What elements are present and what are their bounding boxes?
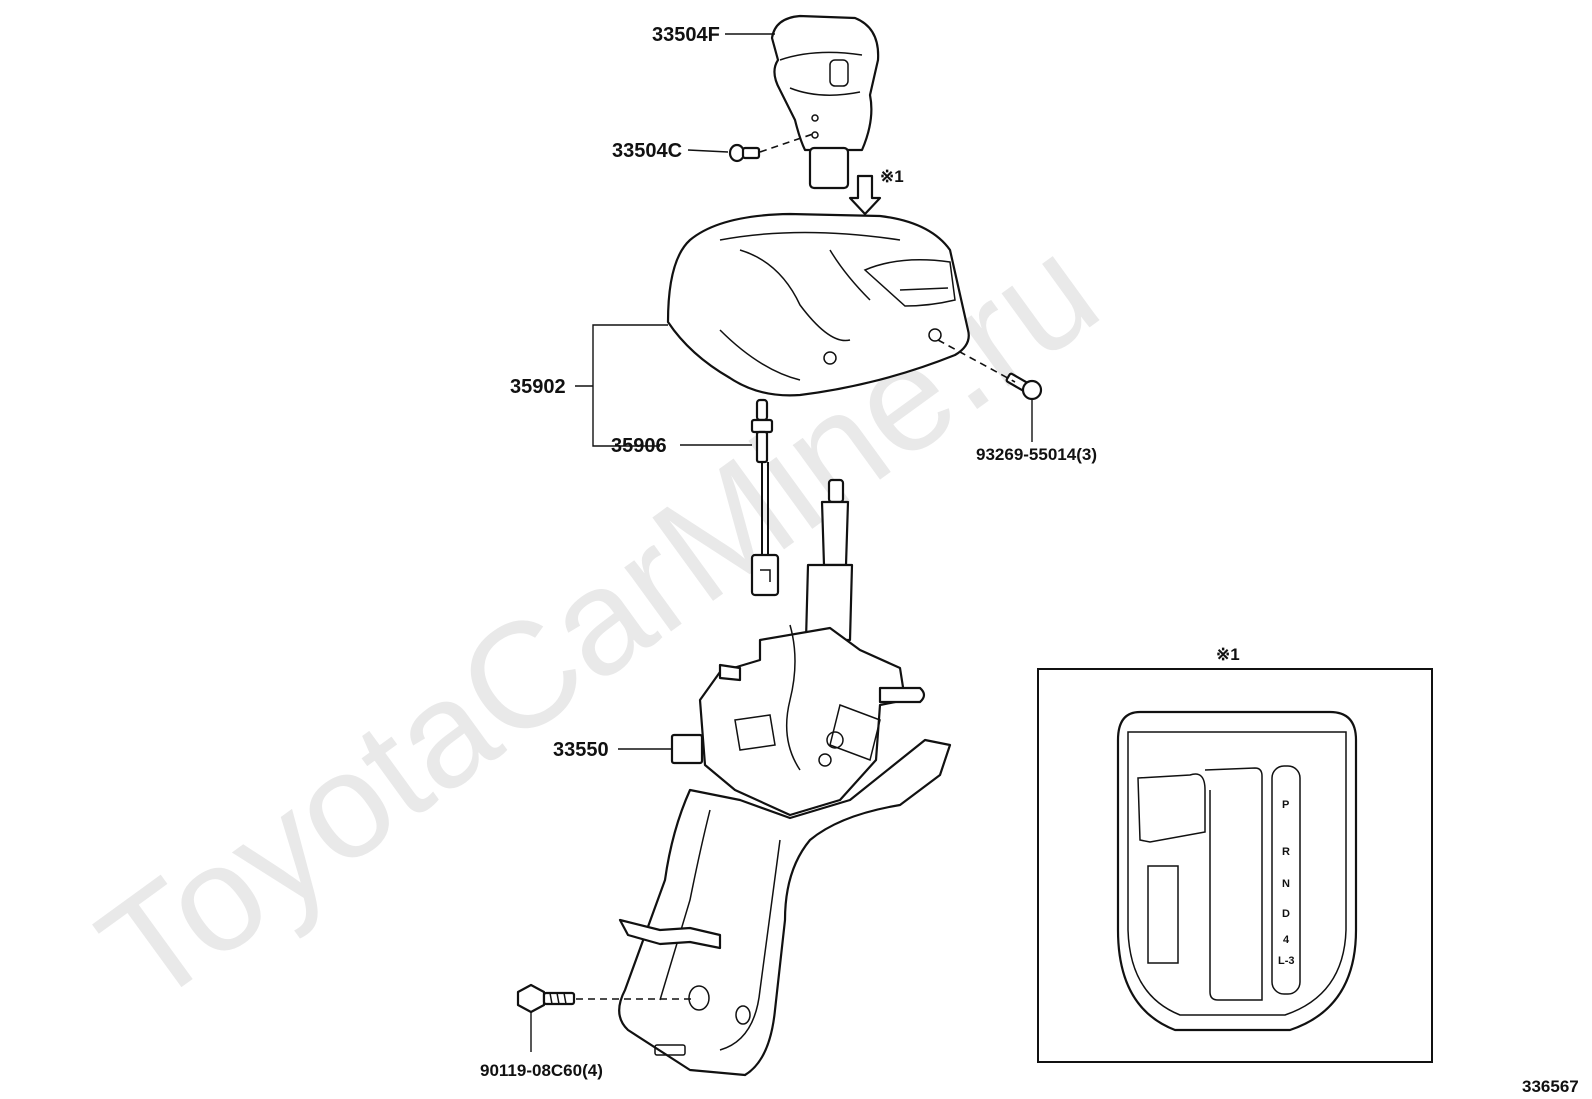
bracket-bolt-drawing <box>516 983 576 1014</box>
part-label-shift-knob[interactable]: 33504F <box>652 24 720 46</box>
part-label-knob-screw[interactable]: 33504C <box>612 140 682 162</box>
detail-view-frame <box>1037 668 1433 1063</box>
part-label-console-cover[interactable]: 35902 <box>510 376 566 398</box>
group-bracket <box>592 324 668 447</box>
knob-screw-drawing <box>728 143 761 163</box>
shift-gate-plate-drawing <box>1116 710 1358 1032</box>
gear-position-4: 4 <box>1283 934 1290 946</box>
gear-position-r: R <box>1282 846 1290 858</box>
leader-line <box>687 149 729 153</box>
shift-knob-drawing <box>770 14 880 190</box>
detail-view-title: ※1 <box>1216 645 1240 664</box>
indicator-bulb-drawing <box>750 398 780 597</box>
gear-position-labels: P R N D 4 L-3 <box>1278 799 1295 967</box>
callout-marker: ※1 <box>880 167 904 186</box>
part-label-cover-screw[interactable]: 93269-55014(3) <box>976 445 1097 464</box>
dashed-leader <box>937 339 1016 383</box>
part-label-shift-lever-assy[interactable]: 33550 <box>553 739 609 761</box>
dashed-leader <box>759 133 814 153</box>
gear-position-n: N <box>1282 878 1290 890</box>
part-label-bracket-bolt[interactable]: 90119-08C60(4) <box>480 1061 603 1080</box>
gear-position-l3: L-3 <box>1278 955 1295 967</box>
cover-screw-drawing <box>1005 372 1043 401</box>
diagram-id: 336567 <box>1522 1077 1579 1096</box>
gear-position-d: D <box>1282 908 1290 920</box>
console-cover-drawing <box>666 212 970 397</box>
down-arrow-icon <box>848 174 882 216</box>
shift-lever-assembly-drawing <box>618 478 952 1077</box>
gear-position-p: P <box>1282 799 1289 811</box>
part-label-indicator-bulb[interactable]: 35906 <box>611 435 667 457</box>
